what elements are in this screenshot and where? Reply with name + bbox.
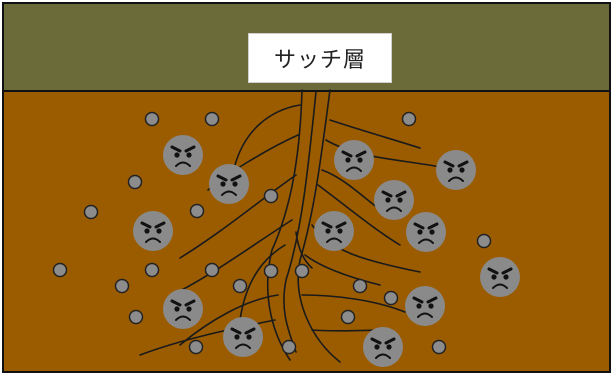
angry-soil-particle <box>209 164 249 204</box>
angry-soil-particle <box>374 180 414 220</box>
angry-soil-particle <box>363 327 403 367</box>
root-branch <box>239 244 286 321</box>
soil-particle <box>281 339 297 355</box>
root-branch <box>179 174 297 259</box>
soil-particle <box>114 278 130 294</box>
soil-particle <box>431 339 447 355</box>
soil-particle <box>204 111 220 127</box>
soil-particle <box>189 203 205 219</box>
soil-particle <box>52 262 68 278</box>
soil-particle <box>383 290 399 306</box>
soil-particle <box>127 174 143 190</box>
root-main-center <box>283 91 317 353</box>
soil-particle <box>204 262 220 278</box>
root-branch <box>295 231 313 269</box>
soil-particle <box>232 278 248 294</box>
angry-particle-group <box>133 135 520 367</box>
angry-soil-particle <box>406 212 446 252</box>
soil-particle <box>401 111 417 127</box>
soil-particle <box>144 262 160 278</box>
root-branch <box>234 104 301 166</box>
soil-particle <box>476 233 492 249</box>
soil-particle <box>263 263 279 279</box>
soil-particle <box>83 204 99 220</box>
soil-particle <box>144 111 160 127</box>
angry-soil-particle <box>480 257 520 297</box>
soil-particle <box>128 309 144 325</box>
root-main-right <box>297 89 341 363</box>
soil-particle <box>294 263 310 279</box>
angry-soil-particle <box>223 317 263 357</box>
root-branch <box>179 294 279 346</box>
small-particle-group <box>52 111 492 355</box>
soil-particle <box>352 278 368 294</box>
angry-soil-particle <box>163 135 203 175</box>
angry-soil-particle <box>334 140 374 180</box>
angry-soil-particle <box>163 289 203 329</box>
root-branch <box>177 219 293 293</box>
angry-soil-particle <box>436 150 476 190</box>
root-branch <box>317 184 401 246</box>
root-branch <box>304 254 381 286</box>
root-branch <box>301 294 406 313</box>
soil-particle <box>188 339 204 355</box>
soil-particle <box>340 309 356 325</box>
thatch-layer-label: サッチ層 <box>248 33 392 83</box>
root-branch <box>139 319 276 356</box>
root-branch <box>329 119 421 149</box>
root-branch <box>325 139 446 169</box>
soil-particle <box>263 188 279 204</box>
soil-layer <box>2 90 611 373</box>
angry-soil-particle <box>314 211 354 251</box>
root-main-left <box>266 89 303 361</box>
angry-soil-particle <box>133 211 173 251</box>
angry-soil-particle <box>405 286 445 326</box>
